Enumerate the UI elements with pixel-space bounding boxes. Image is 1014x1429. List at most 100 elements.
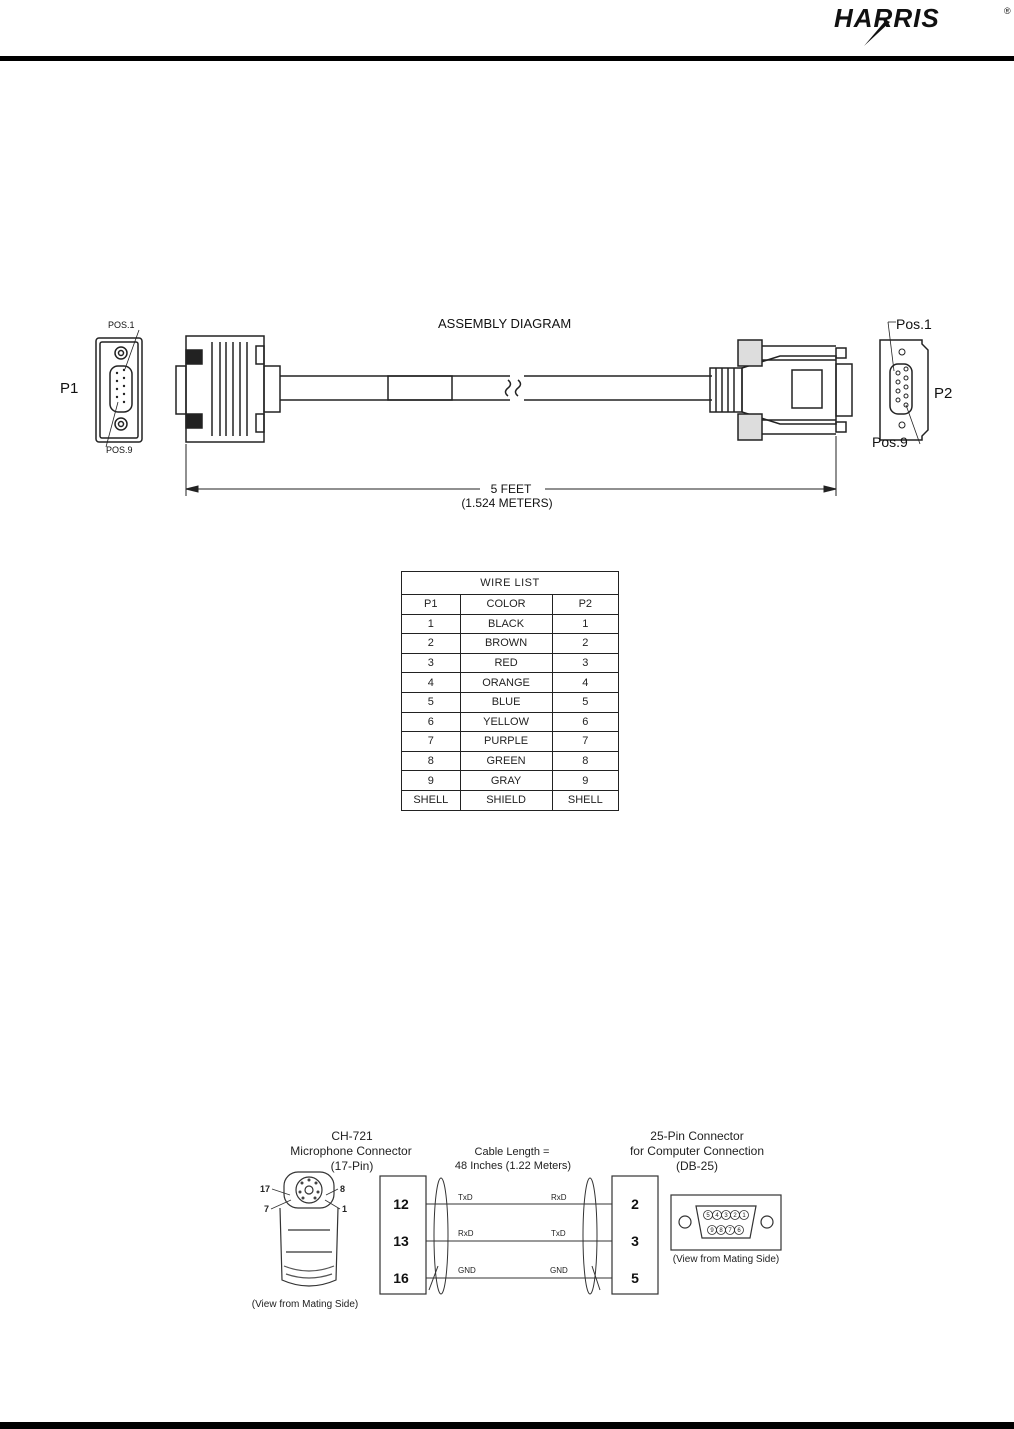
cell-color: BROWN — [459, 633, 553, 654]
cell-p2: 2 — [551, 633, 620, 654]
cell-p2: 6 — [551, 711, 620, 733]
mic-pin-1-label: 1 — [342, 1204, 347, 1214]
left-pin-13: 13 — [393, 1233, 409, 1249]
cell-p2: 9 — [551, 770, 620, 791]
cell-p1: 9 — [401, 770, 461, 791]
p1-pos9-label: POS.9 — [106, 445, 133, 455]
p1-pos1-label: POS.1 — [108, 320, 135, 330]
header-p1: P1 — [401, 594, 461, 615]
cell-p1: 4 — [401, 672, 461, 693]
cell-color: ORANGE — [459, 672, 553, 693]
db25-pin-7: 7 — [728, 1228, 732, 1234]
right-pin-3: 3 — [631, 1233, 639, 1249]
cell-color: GRAY — [459, 770, 553, 791]
logo-text: HARRIS — [834, 3, 940, 33]
db25-title-1: 25-Pin Connector — [650, 1129, 743, 1143]
cell-p1: 2 — [401, 633, 461, 654]
db25-pin-3: 3 — [724, 1213, 728, 1219]
table-header-row: P1 COLOR P2 — [401, 594, 620, 615]
cable — [280, 375, 712, 401]
cell-p2: SHELL — [551, 789, 620, 811]
right-pin-5: 5 — [631, 1270, 639, 1286]
cell-color: YELLOW — [459, 711, 553, 733]
cell-p1: 5 — [401, 691, 461, 713]
cell-p2: 8 — [551, 750, 620, 772]
p1-plug-side-view — [175, 335, 281, 443]
cable-length-1: Cable Length = — [475, 1146, 550, 1158]
db25-pin-5: 5 — [706, 1213, 710, 1219]
assembly-title: ASSEMBLY DIAGRAM — [438, 316, 571, 331]
logo-registered-mark: ® — [1004, 6, 1011, 16]
cell-p1: 1 — [401, 613, 461, 635]
cell-p1: 3 — [401, 652, 461, 674]
header-p2: P2 — [551, 594, 620, 615]
left-pin-16: 16 — [393, 1270, 409, 1286]
p2-pos1-label: Pos.1 — [896, 316, 932, 332]
db25-pin-6: 6 — [737, 1228, 741, 1234]
mic-connector-title-3: (17-Pin) — [331, 1159, 374, 1173]
signal-label-txd-left: TxD — [458, 1193, 473, 1202]
right-pin-2: 2 — [631, 1196, 639, 1212]
p2-pos9-label: Pos.9 — [872, 434, 908, 450]
cell-p1: 6 — [401, 711, 461, 733]
p2-plug-side-view — [709, 339, 853, 441]
cable-length-2: 48 Inches (1.22 Meters) — [455, 1160, 571, 1172]
mic-pin-8-label: 8 — [340, 1184, 345, 1194]
db25-title-2: for Computer Connection — [630, 1144, 764, 1158]
p1-pins — [115, 368, 126, 404]
p1-label: P1 — [60, 380, 78, 397]
cell-p1: 8 — [401, 750, 461, 772]
logo-swoosh-icon — [864, 20, 890, 46]
length-dimension — [185, 436, 837, 496]
signal-label-gnd-left: GND — [458, 1266, 476, 1275]
cell-p2: 4 — [551, 672, 620, 693]
mic-connector-icon — [279, 1171, 339, 1287]
db25-pin-8: 8 — [719, 1228, 723, 1234]
header-color: COLOR — [459, 594, 553, 615]
cell-color: BLUE — [459, 691, 553, 713]
cell-p1: 7 — [401, 731, 461, 752]
left-pin-block — [379, 1175, 427, 1295]
db25-pin-1: 1 — [742, 1213, 746, 1219]
cell-p2: 7 — [551, 731, 620, 752]
left-pin-12: 12 — [393, 1196, 409, 1212]
db25-pins — [703, 1210, 749, 1235]
cell-color: PURPLE — [459, 731, 553, 752]
mic-connector-title-2: Microphone Connector — [290, 1144, 411, 1158]
p2-pins — [895, 348, 909, 429]
length-meters: (1.524 METERS) — [461, 496, 552, 510]
db25-pin-9: 9 — [710, 1228, 714, 1234]
signal-label-rxd-right: RxD — [551, 1193, 567, 1202]
signal-label-txd-right: TxD — [551, 1229, 566, 1238]
cell-p2: 3 — [551, 652, 620, 674]
harris-logo: HARRIS ® — [834, 3, 1011, 46]
p2-front-view — [879, 339, 929, 441]
mic-view-note: (View from Mating Side) — [252, 1299, 359, 1310]
signal-label-rxd-left: RxD — [458, 1229, 474, 1238]
db25-title-3: (DB-25) — [676, 1159, 718, 1173]
cell-p2: 5 — [551, 691, 620, 713]
db25-connector-icon — [670, 1194, 782, 1251]
cell-color: BLACK — [459, 613, 553, 635]
mic-pin-17-label: 17 — [260, 1184, 270, 1194]
cable-shield-icons — [428, 1177, 601, 1295]
signal-label-gnd-right: GND — [550, 1266, 568, 1275]
mic-pin-7-label: 7 — [264, 1204, 269, 1214]
footer-rule — [0, 1422, 1014, 1429]
cell-p2: 1 — [551, 613, 620, 635]
right-pin-block — [611, 1175, 659, 1295]
cell-color: SHIELD — [459, 789, 553, 811]
header-rule — [0, 56, 1014, 61]
assembly-diagram: ASSEMBLY DIAGRAM P1 POS.1 POS.9 — [60, 316, 952, 510]
cell-color: GREEN — [459, 750, 553, 772]
